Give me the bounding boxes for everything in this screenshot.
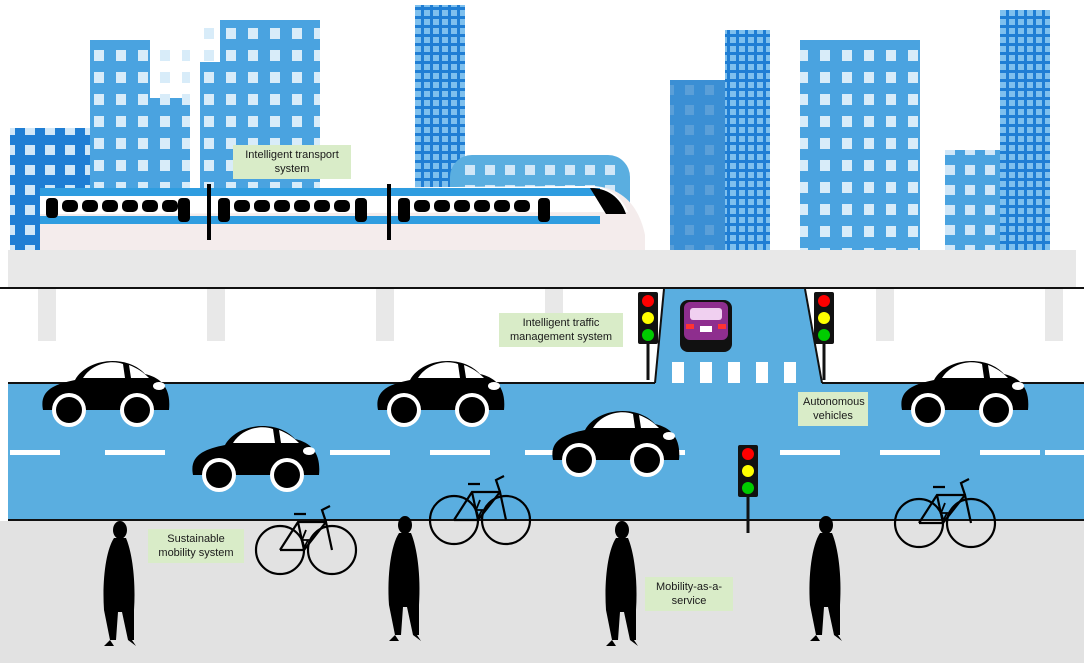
label-sustainable-mobility-system: Sustainable mobility system — [148, 529, 244, 563]
label-line: Intelligent traffic — [522, 317, 600, 329]
label-line: vehicles — [813, 410, 853, 422]
viaduct — [8, 250, 1076, 288]
label-autonomous-vehicles: Autonomous vehicles — [798, 392, 868, 426]
label-line: management system — [509, 331, 613, 343]
label-line: service — [671, 595, 707, 607]
label-line: Sustainable — [167, 533, 225, 545]
label-line: Mobility-as-a- — [655, 581, 722, 593]
label-intelligent-traffic-management-system: Intelligent traffic management system — [499, 313, 623, 347]
train-icon — [40, 155, 645, 250]
label-line: Intelligent transport — [245, 149, 339, 161]
label-line: Autonomous — [803, 396, 865, 408]
autonomous-car-icon — [680, 300, 732, 352]
label-line: mobility system — [158, 547, 234, 559]
label-line: system — [274, 163, 310, 175]
label-intelligent-transport-system: Intelligent transport system — [233, 145, 351, 179]
label-mobility-as-a-service: Mobility-as-a- service — [645, 577, 733, 611]
traffic-light-icon — [638, 292, 658, 380]
